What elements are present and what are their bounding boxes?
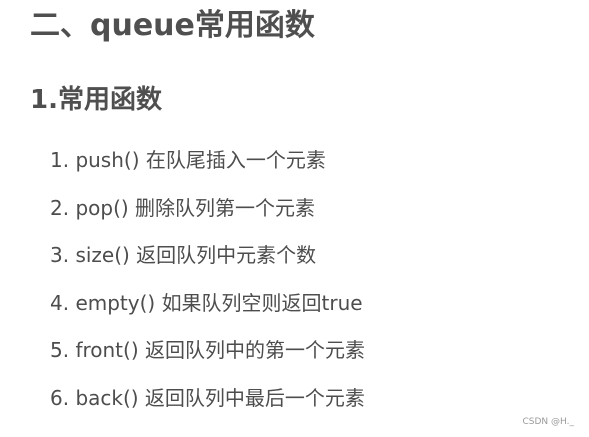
list-item: 6. back() 返回队列中最后一个元素 — [50, 385, 365, 410]
function-list: 1. push() 在队尾插入一个元素 2. pop() 删除队列第一个元素 3… — [50, 141, 365, 426]
subsection-heading: 1.常用函数 — [30, 85, 162, 115]
list-item: 2. pop() 删除队列第一个元素 — [50, 195, 316, 220]
list-item: 3. size() 返回队列中元素个数 — [50, 243, 317, 267]
list-item: 5. front() 返回队列中的第一个元素 — [50, 338, 365, 362]
list-item: 4. empty() 如果队列空则返回true — [50, 290, 363, 315]
list-item: 1. push() 在队尾插入一个元素 — [50, 148, 326, 172]
section-heading: 二、queue常用函数 — [30, 8, 315, 43]
csdn-watermark: CSDN @H._ — [522, 417, 575, 427]
